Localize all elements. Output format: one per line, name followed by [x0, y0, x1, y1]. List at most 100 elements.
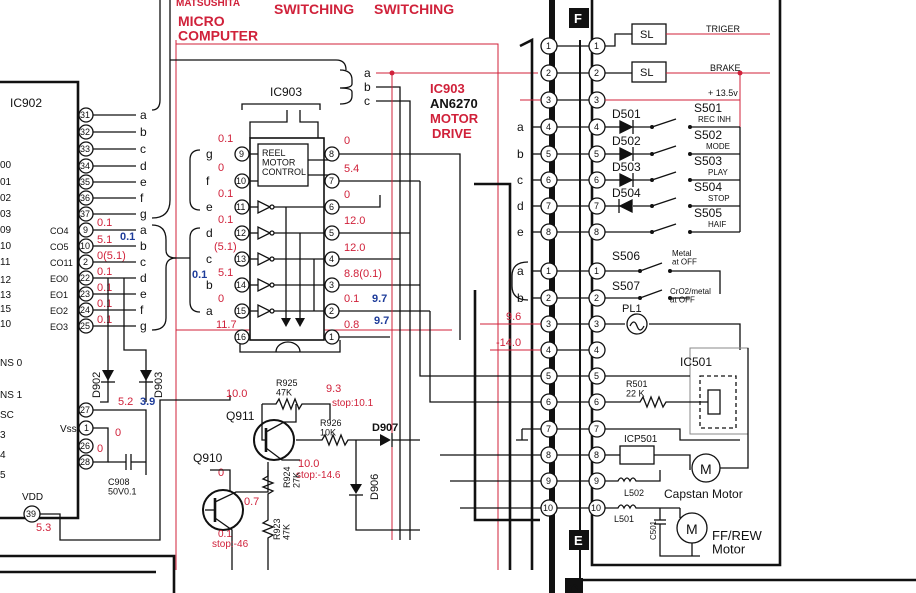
ic902-wire-label: c — [140, 142, 146, 156]
ic902-edge-label: 02 — [0, 193, 12, 204]
ic902-edge-label: 00 — [0, 160, 12, 171]
ic903-pin: 8 — [329, 149, 334, 159]
ic902-edge-label: 13 — [0, 290, 12, 301]
ic902-edge-label: NS 0 — [0, 358, 23, 369]
ic902-vss-value: 0 — [97, 443, 103, 455]
ic903-left-wire-label: f — [206, 174, 210, 188]
ic902-lower-value: 0.1 — [97, 282, 112, 294]
ic903-right-value: 8.8(0.1) — [344, 268, 382, 280]
switch-name: S505 — [694, 206, 722, 220]
header-switching-2: SWITCHING — [374, 1, 454, 17]
ic902-lower-pin-name: CO4 — [50, 226, 69, 236]
ic902-lower-wire-label: c — [140, 255, 146, 269]
ic902-edge-label: 03 — [0, 209, 12, 220]
ic903-left-blue-value: 0.1 — [192, 269, 207, 281]
connector-f-left-pin: 2 — [546, 68, 551, 78]
l502-label: L502 — [624, 488, 644, 498]
switch-function: PLAY — [708, 168, 729, 177]
ic902-lower-pin-name: EO1 — [50, 290, 68, 300]
connector-e-left-pin: 10 — [543, 503, 553, 513]
q910-emitter-value: 0.1 — [218, 529, 232, 540]
f-bus-label: c — [517, 173, 523, 187]
ic903-left-value: 0.1 — [218, 188, 233, 200]
connector-f-left-pin: 3 — [546, 95, 551, 105]
ic902-vss-pin: 26 — [80, 441, 90, 451]
ic903-left-value: 0 — [218, 293, 224, 305]
d902-label: D902 — [91, 372, 103, 398]
ic903-right-value: 0 — [344, 189, 350, 201]
ic903-left-wire-label: e — [206, 200, 213, 214]
ic902-edge-label: 10 — [0, 319, 12, 330]
ic902-edge-label: 01 — [0, 177, 12, 188]
connector-f-left-pin: 6 — [546, 175, 551, 185]
ic903-bus-label: c — [364, 94, 370, 108]
ic902-vdd-pin: 39 — [26, 509, 36, 519]
ic902-edge-label: 12 — [0, 275, 12, 286]
switch-name: S503 — [694, 154, 722, 168]
connector-e-left-pin: 9 — [546, 476, 551, 486]
l501-label: L501 — [614, 514, 634, 524]
diode-label: D501 — [612, 107, 641, 121]
ic903-pin: 3 — [329, 280, 334, 290]
ic902-pin: 31 — [80, 110, 90, 120]
ic902-wire-label: e — [140, 175, 147, 189]
switch-function: MODE — [706, 142, 730, 151]
ic902-edge-label: 10 — [0, 241, 12, 252]
connector-e-left-pin: 3 — [546, 319, 551, 329]
ic902-pin: 2 — [83, 257, 88, 267]
connector-e-right-pin: 2 — [594, 293, 599, 303]
ic902-wire-label: a — [140, 108, 147, 122]
connector-f-right-pin: 8 — [594, 227, 599, 237]
d907-label: D907 — [372, 422, 398, 434]
ic903-left-value: 0.1 — [218, 133, 233, 145]
e-bus-label: a — [517, 264, 524, 278]
connector-f-right-pin: 4 — [594, 122, 599, 132]
ic902-lower-value: 0.1 — [97, 298, 112, 310]
ic902-edge-label: 11 — [0, 257, 11, 268]
ic903-pin: 12 — [236, 228, 246, 238]
ic902-pin: 24 — [80, 305, 90, 315]
connector-e-left-pin: 4 — [546, 345, 551, 355]
q910-base-value: 0 — [218, 467, 224, 479]
icp501-label: ICP501 — [624, 434, 658, 445]
ic902-vss-blue-value: 3.9 — [140, 396, 155, 408]
switch-function: REC INH — [698, 115, 731, 124]
connector-e-right-pin: 3 — [594, 319, 599, 329]
ic902-lower-value: 0.1 — [97, 217, 112, 229]
ic903-left-wire-label: b — [206, 278, 213, 292]
connector-f-left-pin: 8 — [546, 227, 551, 237]
ic902-wire-label: f — [140, 191, 144, 205]
ic902-lower-wire-label: b — [140, 239, 147, 253]
connector-f-left-pin: 4 — [546, 122, 551, 132]
ic902-vss-value: 0 — [115, 427, 121, 439]
ic902-lower-wire-label: g — [140, 319, 147, 333]
connector-f-left-pin: 7 — [546, 201, 551, 211]
e-bus-label: b — [517, 291, 524, 305]
ic902-edge-label: NS 1 — [0, 390, 23, 401]
ic902-lower-pin-name: CO5 — [50, 242, 69, 252]
ic903-left-value: 0 — [218, 162, 224, 174]
ic902-pin: 37 — [80, 209, 90, 219]
connector-f-left-pin: 1 — [546, 41, 551, 51]
ic903-right-blue-value: 9.7 — [372, 293, 387, 305]
f-bus-label: b — [517, 147, 524, 161]
ic902-vss-pin: 28 — [80, 457, 90, 467]
ic903-pin: 14 — [236, 280, 246, 290]
connector-e-right-pin: 6 — [594, 397, 599, 407]
ic903-pin: 6 — [329, 202, 334, 212]
ic902-label: IC902 — [10, 96, 42, 110]
switch-name: S501 — [694, 101, 722, 115]
ic902-vss-label: Vss — [60, 424, 77, 435]
q910-collector-value: 0.7 — [244, 496, 259, 508]
ic903-label: IC903 — [270, 85, 302, 99]
ic902-lower-value: 0.1 — [97, 314, 112, 326]
f-bus-label: a — [517, 120, 524, 134]
ic902-vss-value: 5.2 — [118, 396, 133, 408]
connector-f-right-pin: 2 — [594, 68, 599, 78]
